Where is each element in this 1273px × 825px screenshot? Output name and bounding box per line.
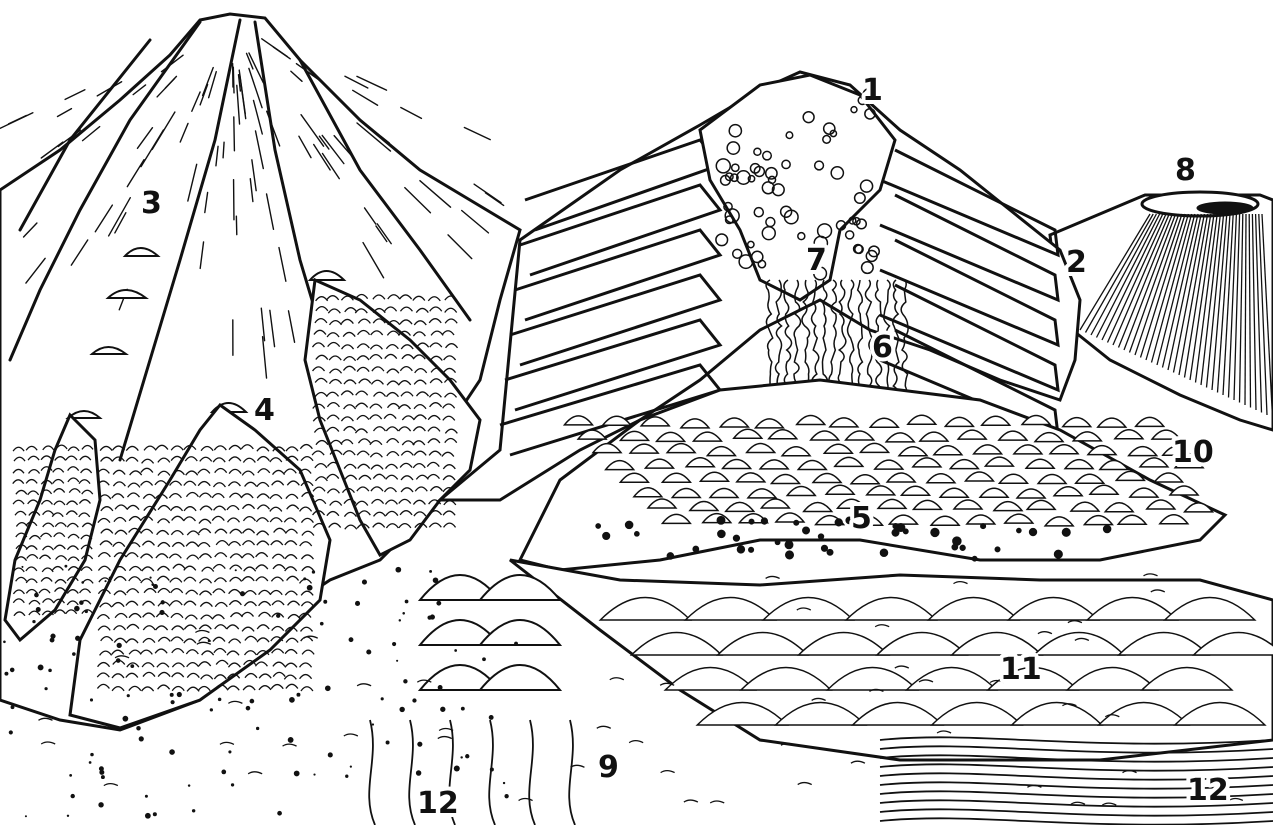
label-12-right: 12 bbox=[1187, 773, 1229, 808]
label-1: 1 bbox=[862, 73, 883, 108]
label-7: 7 bbox=[806, 243, 827, 278]
crater-inner bbox=[1197, 202, 1253, 214]
label-6: 6 bbox=[872, 330, 893, 365]
label-10: 10 bbox=[1172, 435, 1214, 470]
label-4: 4 bbox=[254, 393, 275, 428]
label-8: 8 bbox=[1175, 153, 1196, 188]
label-12-left: 12 bbox=[417, 786, 459, 821]
label-2: 2 bbox=[1066, 245, 1087, 280]
label-5: 5 bbox=[851, 501, 872, 536]
label-11: 11 bbox=[1000, 652, 1042, 687]
label-3: 3 bbox=[141, 186, 162, 221]
label-9: 9 bbox=[598, 750, 619, 785]
